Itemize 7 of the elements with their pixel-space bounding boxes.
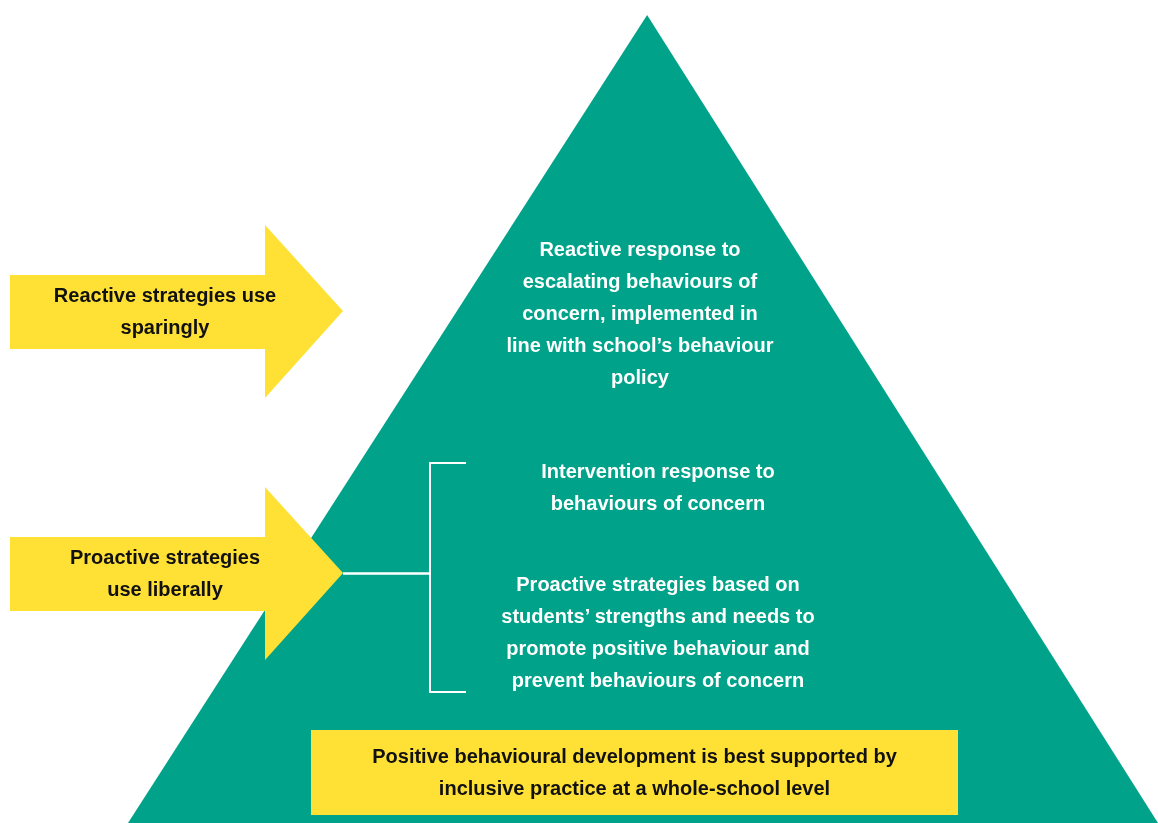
highlight-box: Positive behavioural development is best supported by inclusive practice at a whole-school level — [311, 730, 958, 815]
tier-text: Proactive strategies based on students’ strengths and needs to promote positive behaviour and prevent behaviours of concern — [466, 568, 850, 696]
bracket-connector — [342, 572, 467, 693]
tier-text: Reactive response to escalating behaviours of concern, implemented in line with school’s behaviour policy — [495, 233, 785, 393]
arrow-label: Proactive strategies use liberally — [68, 545, 262, 602]
tier-text: Intervention response to behaviours of concern — [466, 455, 850, 519]
arrow-label: Reactive strategies use sparingly — [52, 283, 278, 340]
